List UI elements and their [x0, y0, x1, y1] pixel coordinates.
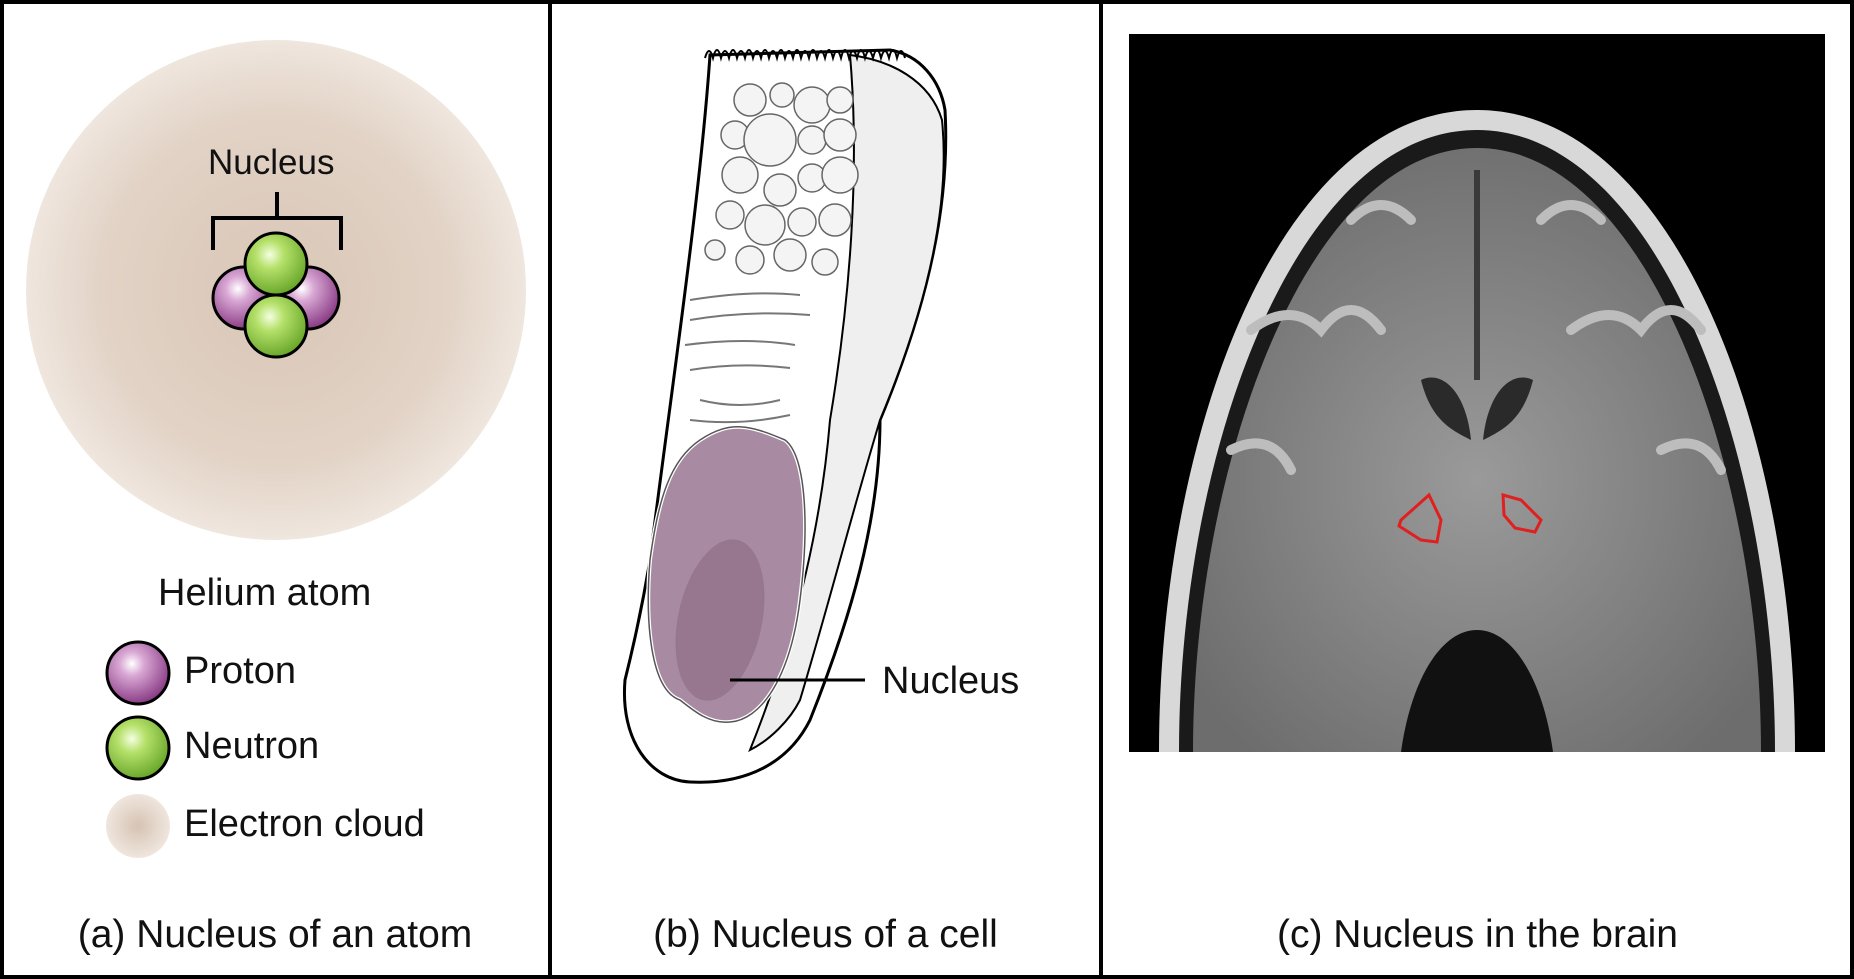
- ventricle-left: [1421, 377, 1471, 440]
- legend-neutron-label: Neutron: [184, 725, 320, 767]
- neutron-sphere-icon: [243, 293, 309, 359]
- atom-title: Helium atom: [158, 572, 372, 614]
- nucleolus: [675, 539, 765, 701]
- microvilli: [704, 49, 906, 62]
- panel-atom: Nucleus Helium atom Proton Neutron Elect…: [0, 0, 550, 979]
- caption-b: (b) Nucleus of a cell: [653, 913, 998, 956]
- panel-brain: (c) Nucleus in the brain: [1101, 0, 1854, 979]
- brain-mri-image: [1129, 34, 1825, 752]
- proton-sphere-icon: [105, 640, 171, 706]
- legend-electron-cloud-label: Electron cloud: [184, 803, 425, 845]
- atom-illustration: [26, 40, 526, 858]
- neutron-sphere-icon: [243, 231, 309, 297]
- brain-tissue: [1193, 148, 1761, 752]
- cortex-folds: [1226, 200, 1726, 475]
- endoplasmic-reticulum: [684, 292, 811, 424]
- ventricle-right: [1483, 377, 1533, 440]
- legend-proton-label: Proton: [184, 650, 296, 692]
- caption-c: (c) Nucleus in the brain: [1276, 913, 1678, 956]
- secretory-granules: [704, 82, 859, 276]
- panel-cell: Nucleus (b) Nucleus of a cell: [550, 0, 1101, 979]
- brain-nucleus-outline-left: [1397, 492, 1443, 544]
- cell-illustration: [622, 48, 948, 784]
- electron-cloud-icon: [106, 794, 170, 858]
- brain-nucleus-outline-right: [1501, 492, 1543, 534]
- cell-side-region: [748, 53, 945, 753]
- cell-nucleus-label: Nucleus: [882, 660, 1020, 702]
- atom-nucleus-label: Nucleus: [208, 143, 335, 182]
- caption-a: (a) Nucleus of an atom: [77, 913, 473, 956]
- neutron-sphere-icon: [105, 715, 171, 781]
- nucleus-bracket: [211, 192, 343, 250]
